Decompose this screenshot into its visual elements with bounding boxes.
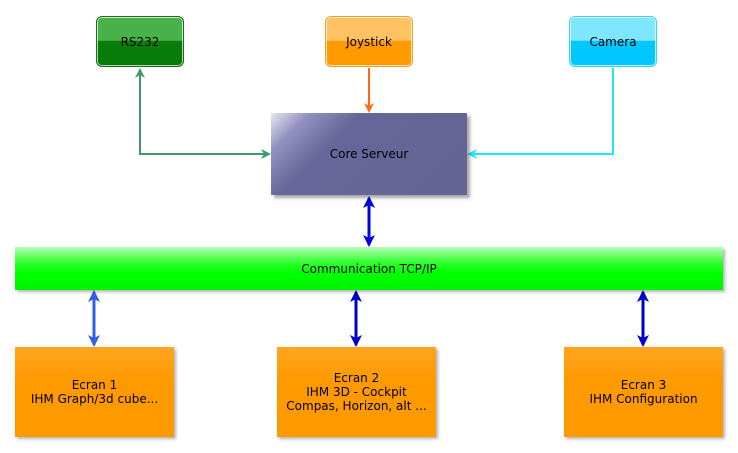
rs232-core-connector	[135, 68, 271, 159]
camera-core-connector	[467, 68, 614, 159]
ecran-3-node: Ecran 3 IHM Configuration	[564, 347, 723, 437]
rs232-node: RS232	[96, 16, 184, 67]
ecran-2-node: Ecran 2 IHM 3D - Cockpit Compas, Horizon…	[277, 347, 436, 437]
core-serveur-node: Core Serveur	[271, 113, 467, 195]
joystick-node: Joystick	[325, 16, 413, 67]
communication-bus-node: Communication TCP/IP	[15, 247, 723, 290]
ecran-1-node: Ecran 1 IHM Graph/3d cube...	[15, 347, 174, 437]
camera-node: Camera	[569, 16, 657, 67]
